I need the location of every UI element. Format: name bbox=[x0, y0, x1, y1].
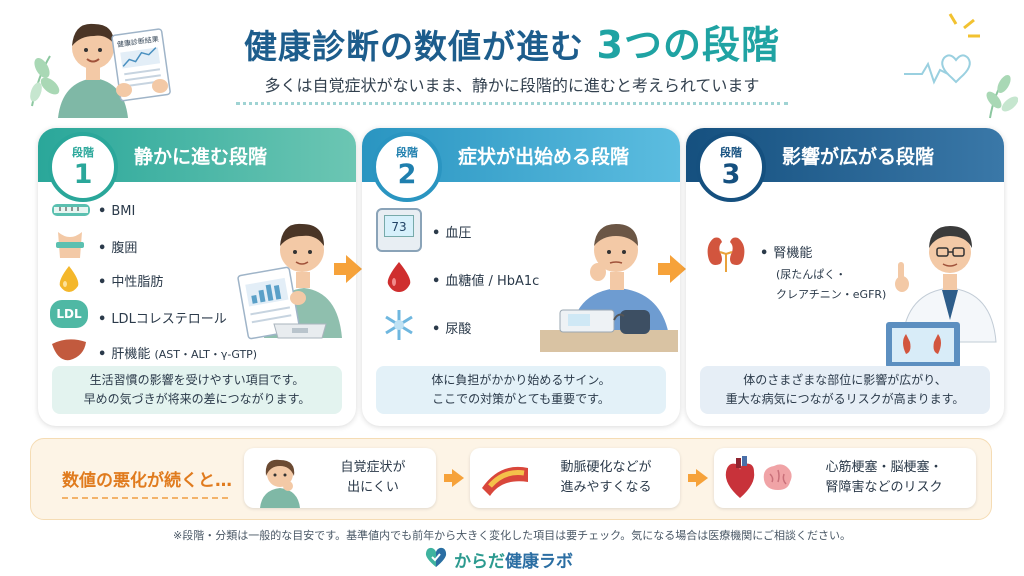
logo-part2: 健康ラボ bbox=[505, 552, 573, 572]
progression-step-1: 自覚症状が 出にくい bbox=[244, 448, 436, 508]
kidney-icon bbox=[704, 234, 748, 278]
stage-1-item-liver: •肝機能 (AST・ALT・γ-GTP) bbox=[98, 347, 258, 362]
doctor-illustration bbox=[880, 192, 1000, 372]
blood-drop-icon bbox=[384, 260, 414, 298]
stage-3-note: 体のさまざまな部位に影響が広がり、 重大な病気につながるリスクが高まります。 bbox=[700, 366, 990, 414]
step-2-line1: 動脈硬化などが bbox=[560, 460, 652, 475]
stage-arrow-2 bbox=[658, 255, 686, 283]
logo-text: からだ健康ラボ bbox=[454, 547, 573, 572]
page-subtitle: 多くは自覚症状がないまま、静かに段階的に進むと考えられています bbox=[264, 76, 760, 95]
step-2-line2: 進みやすくなる bbox=[560, 480, 652, 495]
bp-display: 73 bbox=[384, 215, 414, 237]
dotted-divider bbox=[236, 102, 788, 105]
crystal-icon bbox=[382, 308, 416, 346]
stage-2-card: 症状が出始める段階 •血圧 •血糖値 / HbA1c •尿酸 73 体に負担がか… bbox=[362, 128, 680, 426]
stage-1-item-triglyceride: •中性脂肪 bbox=[98, 275, 164, 290]
decoration-heartbeat-leaves bbox=[894, 10, 1019, 120]
progression-arrow-2 bbox=[688, 469, 708, 487]
liver-icon bbox=[50, 336, 88, 368]
heart-icon bbox=[722, 456, 758, 504]
stage-2-item-uric-acid: •尿酸 bbox=[432, 322, 472, 337]
progression-label-underline bbox=[62, 497, 228, 499]
person-with-report-illustration: 健康診断結果 bbox=[28, 6, 178, 118]
stage-arrow-1 bbox=[334, 255, 362, 283]
stage-1-badge: 段階 1 bbox=[48, 132, 118, 202]
stage-1-item-ldl: •LDLコレステロール bbox=[98, 312, 227, 327]
step-1-line2: 出にくい bbox=[347, 480, 399, 495]
stage-1-item-waist: •腹囲 bbox=[98, 241, 138, 256]
bp-monitor-icon: 73 bbox=[376, 208, 422, 252]
man-bp-measurement-illustration bbox=[540, 192, 678, 356]
brain-icon bbox=[760, 462, 794, 498]
stage-1-note: 生活習慣の影響を受けやすい項目です。 早めの気づきが将来の差につながります。 bbox=[52, 366, 342, 414]
stage-2-note: 体に負担がかかり始めるサイン。 ここでの対策がとても重要です。 bbox=[376, 366, 666, 414]
ldl-icon: LDL bbox=[50, 300, 88, 328]
progression-step-3: 心筋梗塞・脳梗塞・ 腎障害などのリスク bbox=[714, 448, 976, 508]
page-title: 健康診断の数値が進む 3つの段階 bbox=[0, 14, 1024, 69]
stage-3-title: 影響が広がる段階 bbox=[782, 146, 935, 168]
step-1-line1: 自覚症状が bbox=[340, 460, 406, 475]
progression-step-2: 動脈硬化などが 進みやすくなる bbox=[470, 448, 680, 508]
progression-arrow-1 bbox=[444, 469, 464, 487]
waist-icon bbox=[52, 230, 88, 264]
stage-3-item-detail-2: クレアチニン・eGFR) bbox=[776, 288, 887, 301]
stage-2-item-glucose: •血糖値 / HbA1c bbox=[432, 274, 540, 289]
stage-2-badge: 段階 2 bbox=[372, 132, 442, 202]
stage-1-title: 静かに進む段階 bbox=[134, 146, 268, 168]
disclaimer-footnote: ※段階・分類は一般的な目安です。基準値内でも前年から大きく変化した項目は要チェッ… bbox=[172, 529, 851, 542]
stage-3-item-kidney: •腎機能 bbox=[760, 246, 813, 261]
step-3-line2: 腎障害などのリスク bbox=[825, 480, 943, 495]
worried-woman-icon bbox=[252, 452, 308, 512]
scale-icon bbox=[270, 316, 330, 344]
stage-3-item-detail-1: (尿たんぱく・ bbox=[776, 268, 847, 281]
logo-part1: からだ bbox=[454, 552, 505, 572]
logo-heart-icon bbox=[424, 546, 448, 572]
stage-1-item-bmi: •BMI bbox=[98, 204, 136, 219]
artery-icon bbox=[480, 458, 530, 502]
title-accent: 3つの段階 bbox=[596, 23, 780, 67]
step-3-line1: 心筋梗塞・脳梗塞・ bbox=[825, 460, 943, 475]
oil-drop-icon bbox=[56, 264, 82, 298]
stage-3-badge: 段階 3 bbox=[696, 132, 766, 202]
stage-2-item-bp: •血圧 bbox=[432, 226, 472, 241]
stage-2-title: 症状が出始める段階 bbox=[458, 146, 630, 168]
title-main: 健康診断の数値が進む bbox=[244, 27, 585, 66]
progression-label: 数値の悪化が続くと… bbox=[62, 471, 232, 491]
tape-measure-icon bbox=[50, 198, 92, 226]
